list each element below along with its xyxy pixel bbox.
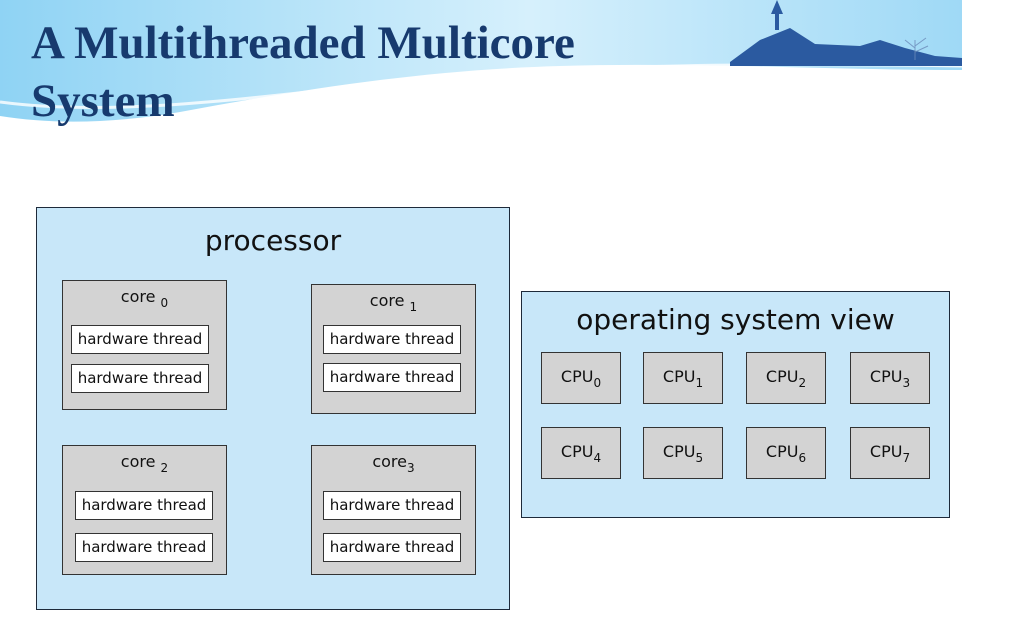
slide-title-line-2: System: [31, 75, 175, 127]
cpu-2-box: CPU2: [746, 352, 826, 404]
operating-system-view-panel: operating system view CPU0 CPU1 CPU2 CPU…: [521, 291, 950, 518]
core-2-hardware-thread-1: hardware thread: [75, 533, 213, 562]
core-0-label: core 0: [120, 287, 169, 310]
core-1-label: core 1: [369, 291, 418, 314]
core-0-hardware-thread-0: hardware thread: [71, 325, 209, 354]
tree-icon: [904, 37, 929, 60]
core-2-hardware-thread-0: hardware thread: [75, 491, 213, 520]
cpu-7-box: CPU7: [850, 427, 930, 479]
core-3-box: core3 hardware thread hardware thread: [311, 445, 476, 575]
operating-system-view-label: operating system view: [576, 303, 895, 336]
core-2-label: core 2: [120, 452, 169, 475]
core-0-box: core 0 hardware thread hardware thread: [62, 280, 227, 410]
core-3-hardware-thread-1: hardware thread: [323, 533, 461, 562]
core-1-box: core 1 hardware thread hardware thread: [311, 284, 476, 414]
slide-title-line-1: A Multithreaded Multicore: [31, 17, 575, 69]
core-3-label: core3: [372, 452, 415, 475]
core-1-hardware-thread-0: hardware thread: [323, 325, 461, 354]
processor-panel: processor core 0 hardware thread hardwar…: [36, 207, 510, 610]
core-0-hardware-thread-1: hardware thread: [71, 364, 209, 393]
core-1-hardware-thread-1: hardware thread: [323, 363, 461, 392]
header-banner: [0, 0, 963, 122]
town-skyline-icon: [730, 0, 962, 66]
cpu-5-box: CPU5: [643, 427, 723, 479]
cpu-6-box: CPU6: [746, 427, 826, 479]
core-3-hardware-thread-0: hardware thread: [323, 491, 461, 520]
cpu-1-box: CPU1: [643, 352, 723, 404]
cpu-4-box: CPU4: [541, 427, 621, 479]
cpu-3-box: CPU3: [850, 352, 930, 404]
slide-title: A Multithreaded Multicore System: [31, 14, 575, 130]
core-2-box: core 2 hardware thread hardware thread: [62, 445, 227, 575]
processor-label: processor: [204, 224, 342, 257]
cpu-0-box: CPU0: [541, 352, 621, 404]
